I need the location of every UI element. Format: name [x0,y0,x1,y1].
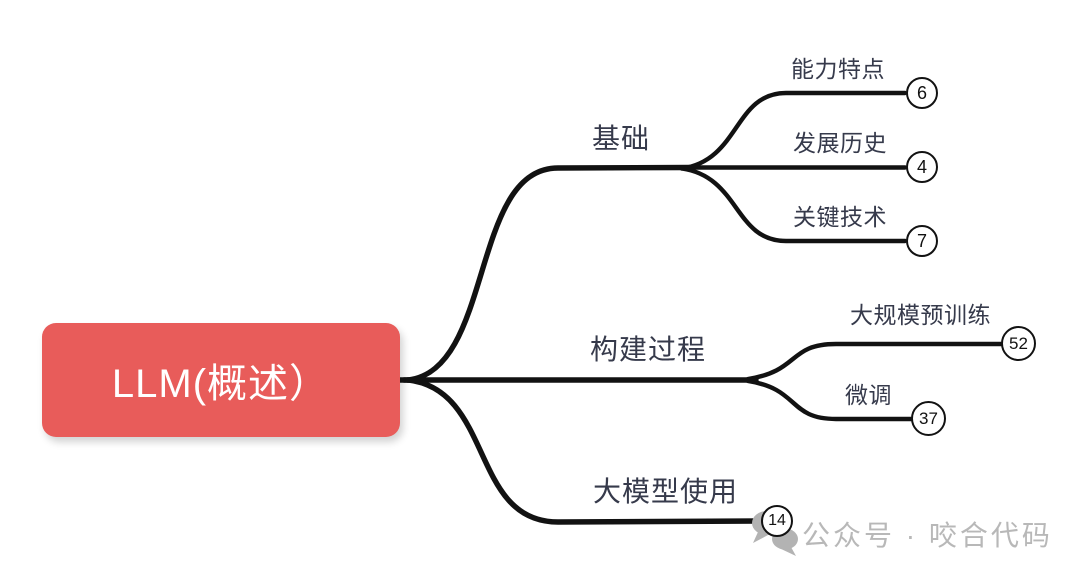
leaf-fazhan-count-badge[interactable]: 4 [906,151,938,183]
leaf-nengli-label[interactable]: 能力特点 [791,56,885,82]
leaf-guanjian-label[interactable]: 关键技术 [793,204,887,230]
edge-goujian-weitiao [745,378,914,422]
leaf-weitiao-count-badge[interactable]: 37 [911,401,946,436]
edge-jichu-guanjian [679,166,908,244]
leaf-yuxunlian-label[interactable]: 大规模预训练 [850,302,991,328]
root-node[interactable]: LLM(概述） [42,323,400,437]
leaf-fazhan-label[interactable]: 发展历史 [793,130,887,156]
edge-goujian-yuxunlian [745,341,1004,382]
watermark-text: 公众号 · 咬合代码 [802,520,1053,551]
branch-jichu-label[interactable]: 基础 [592,123,651,154]
branch-goujian-label[interactable]: 构建过程 [590,334,707,365]
edge-root-shiyong [405,377,763,525]
leaf-yuxunlian-count-badge[interactable]: 52 [1001,326,1036,361]
leaf-guanjian-count-badge[interactable]: 7 [906,225,938,257]
branch-shiyong-count-badge[interactable]: 14 [761,505,793,537]
leaf-weitiao-label[interactable]: 微调 [845,382,892,408]
leaf-nengli-count-badge[interactable]: 6 [906,77,938,109]
edge-jichu-nengli [679,90,908,171]
edge-root-jichu [405,164,693,383]
branch-shiyong-label[interactable]: 大模型使用 [593,476,739,507]
